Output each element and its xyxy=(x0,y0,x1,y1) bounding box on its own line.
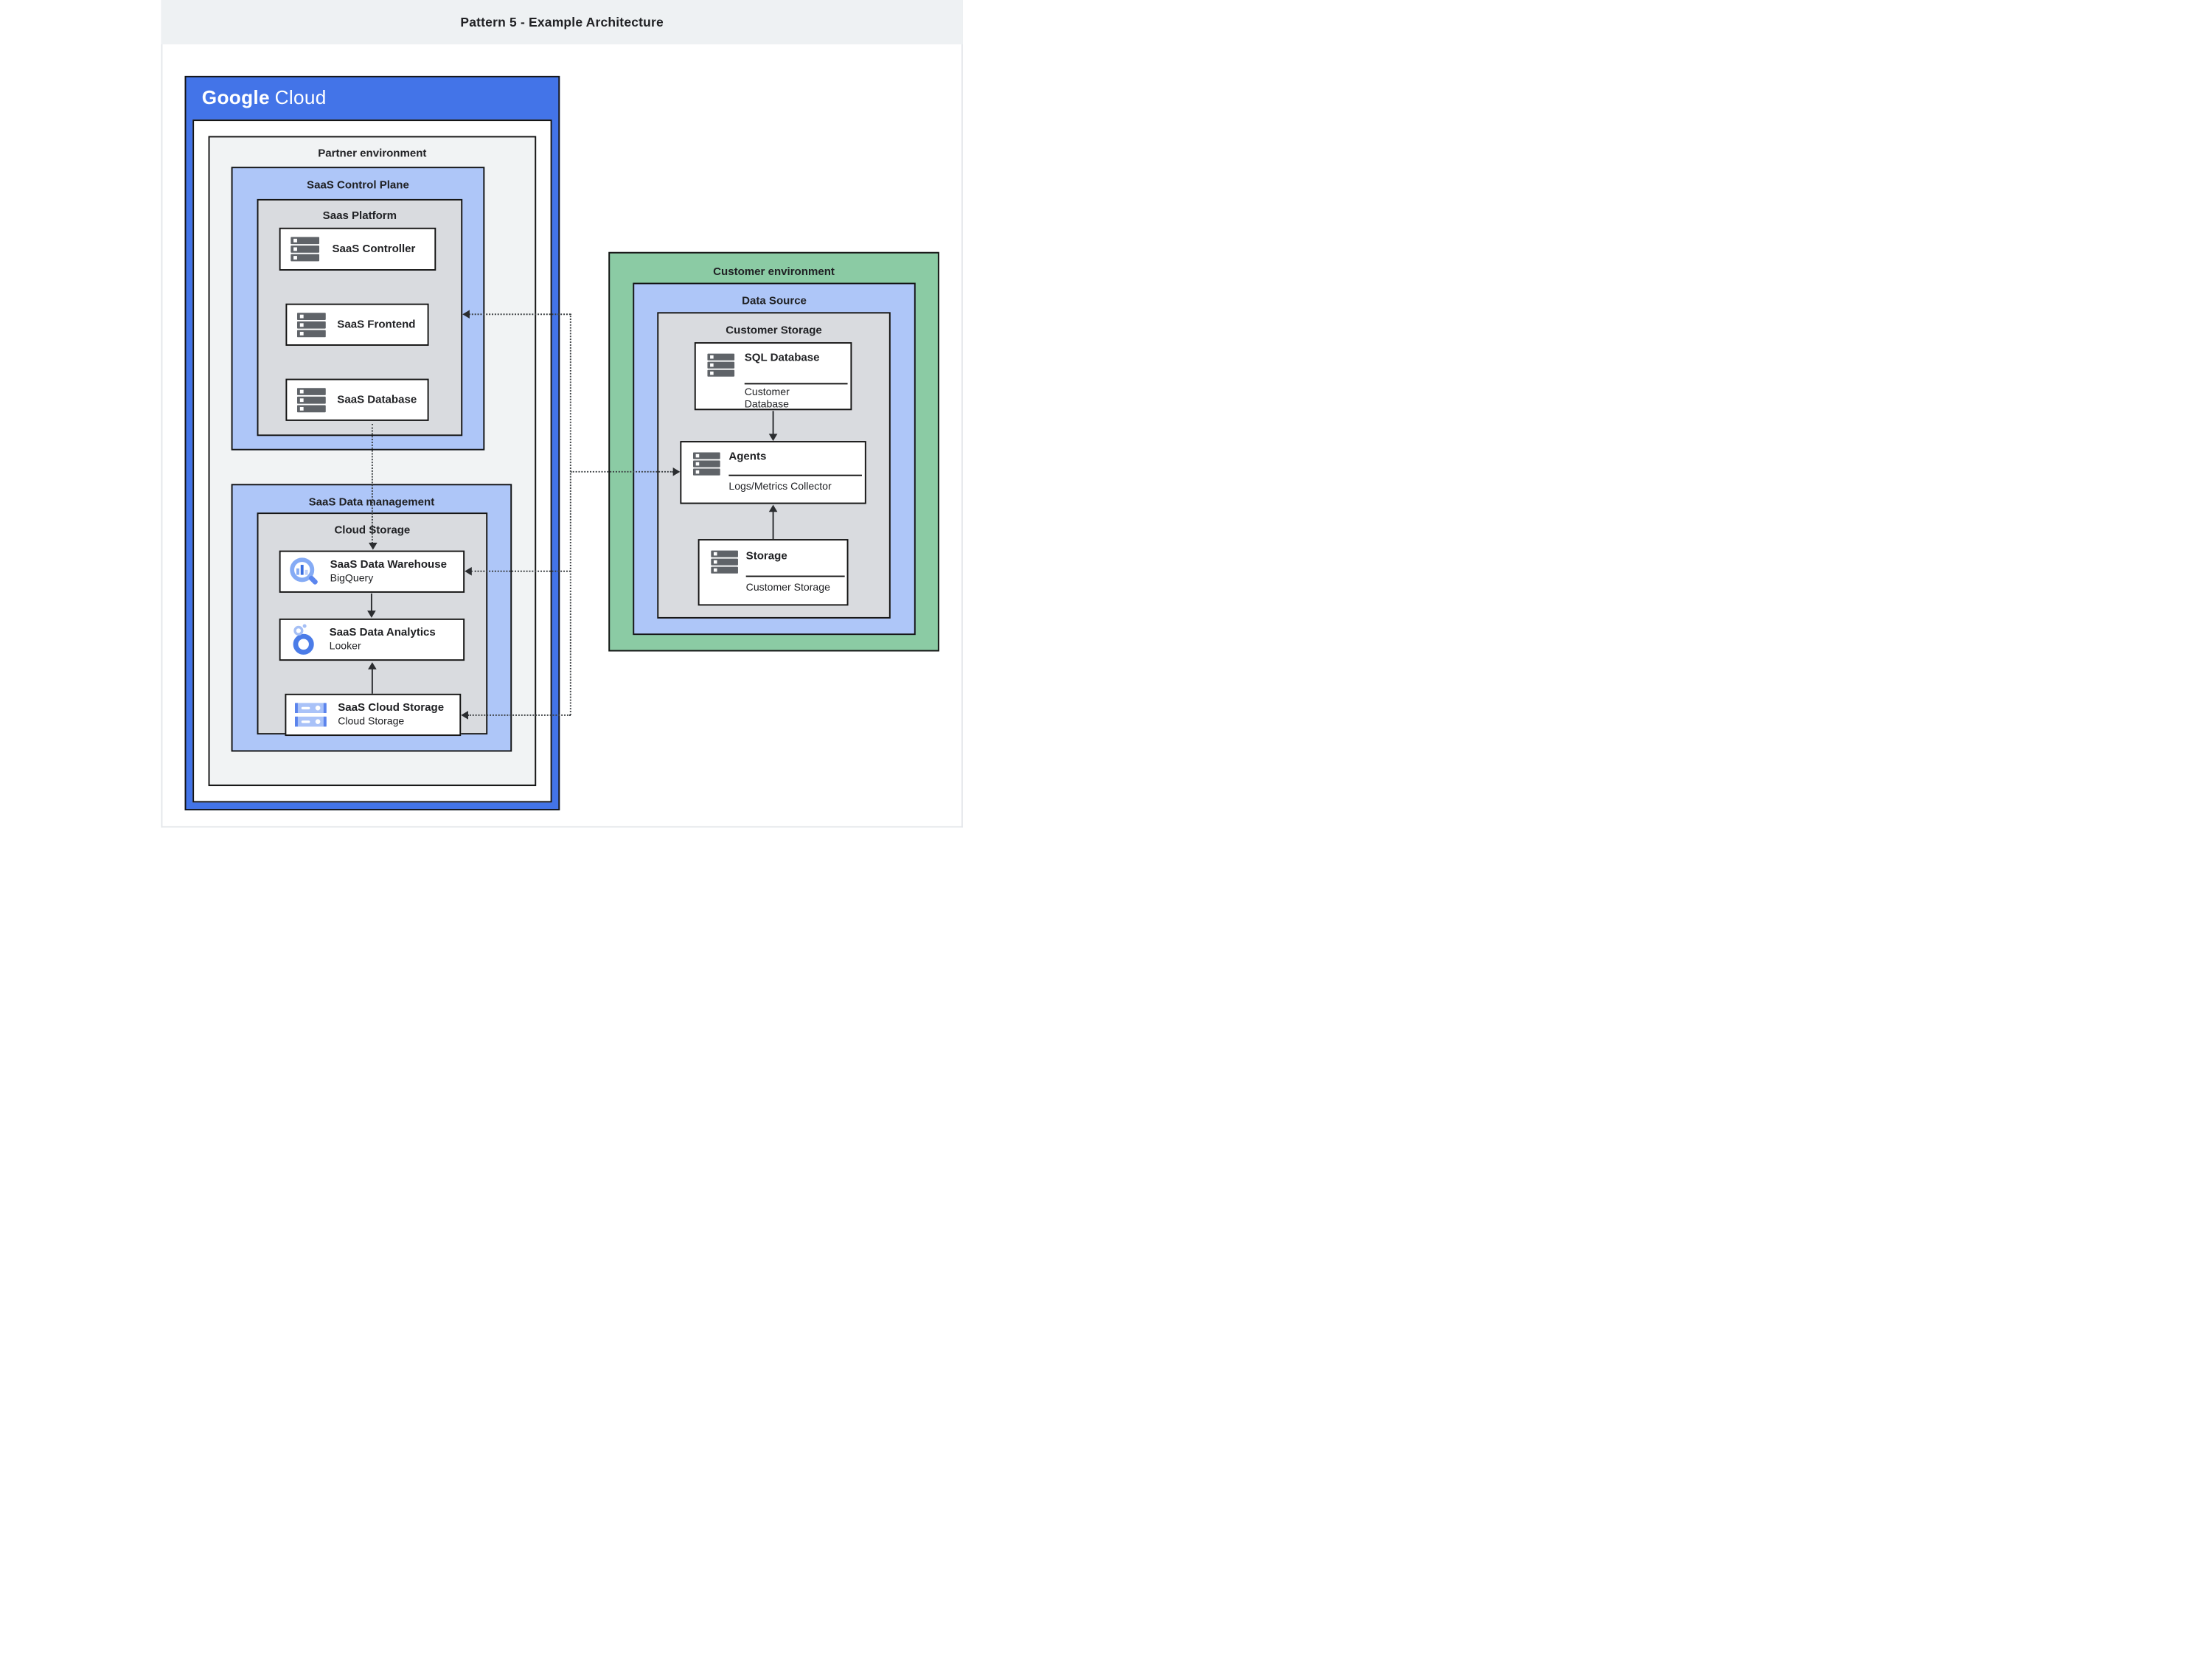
arrowhead-bus-to-cloudstorage xyxy=(461,711,468,720)
node-text: SaaS Data Analytics Looker xyxy=(330,626,436,653)
node-saas-cloud-storage: SaaS Cloud Storage Cloud Storage xyxy=(285,693,462,737)
dotted-bus-to-warehouse xyxy=(470,570,571,572)
dotted-bus-to-cloudstorage xyxy=(467,714,571,716)
arrowhead-bus-to-agents xyxy=(672,467,681,476)
server-icon xyxy=(296,312,327,338)
node-saas-controller: SaaS Controller xyxy=(279,227,437,271)
server-icon xyxy=(707,353,736,381)
saas-control-plane-label: SaaS Control Plane xyxy=(307,178,409,192)
data-source-label: Data Source xyxy=(742,295,807,307)
logo-cloud-text: Cloud xyxy=(274,86,327,108)
node-title: SaaS Controller xyxy=(332,243,416,255)
customer-storage-group-label: Customer Storage xyxy=(726,324,822,337)
node-title: Storage xyxy=(745,549,787,563)
node-subtitle: Looker xyxy=(329,641,361,653)
node-title: SaaS Cloud Storage xyxy=(338,701,445,714)
bigquery-icon xyxy=(288,555,321,588)
arrowhead-bus-to-frontend xyxy=(462,310,470,319)
arrow-storage-to-agents xyxy=(772,511,774,540)
arrowhead-bus-to-warehouse xyxy=(465,566,472,576)
title-band: Pattern 5 - Example Architecture xyxy=(161,0,963,45)
node-title: Agents xyxy=(728,450,767,463)
node-subtitle: BigQuery xyxy=(330,572,374,585)
arrowhead-sqldb-to-agents xyxy=(768,434,778,442)
node-saas-data-warehouse: SaaS Data Warehouse BigQuery xyxy=(279,550,465,593)
server-icon xyxy=(711,550,740,578)
node-agents: Agents Logs/Metrics Collector xyxy=(680,441,866,504)
looker-icon xyxy=(289,623,319,656)
node-subtitle: Cloud Storage xyxy=(338,716,405,728)
node-title: SQL Database xyxy=(744,351,820,364)
arrowhead-cloudstorage-to-analytics xyxy=(368,662,377,669)
arrow-warehouse-to-analytics xyxy=(370,593,372,613)
server-icon xyxy=(296,387,327,413)
divider-line xyxy=(744,383,848,385)
arrow-sqldb-to-agents xyxy=(772,411,774,435)
arrowhead-warehouse-to-analytics xyxy=(367,611,376,618)
node-subtitle: Logs/Metrics Collector xyxy=(728,481,832,493)
partner-environment-label: Partner environment xyxy=(318,147,427,160)
saas-platform-label: Saas Platform xyxy=(322,209,397,222)
divider-line xyxy=(728,474,862,476)
cloud-storage-icon xyxy=(295,702,328,728)
node-saas-frontend: SaaS Frontend xyxy=(285,303,429,346)
logo-google-text: Google xyxy=(201,86,270,108)
dotted-bus-to-frontend xyxy=(468,313,571,316)
node-title: SaaS Database xyxy=(337,393,417,406)
page-title: Pattern 5 - Example Architecture xyxy=(460,14,664,29)
node-saas-data-analytics: SaaS Data Analytics Looker xyxy=(279,618,465,661)
arrowhead-database-to-warehouse xyxy=(369,542,378,550)
server-icon xyxy=(291,236,321,262)
arrow-cloudstorage-to-analytics xyxy=(371,668,373,694)
node-saas-database: SaaS Database xyxy=(285,378,429,421)
customer-environment-label: Customer environment xyxy=(713,265,835,278)
node-title: SaaS Data Analytics xyxy=(329,626,436,639)
dotted-database-to-warehouse xyxy=(371,423,373,543)
divider-line xyxy=(745,575,845,577)
server-icon xyxy=(692,452,722,480)
node-subtitle: Customer Storage xyxy=(745,582,830,594)
node-text: SaaS Data Warehouse BigQuery xyxy=(330,558,447,585)
dotted-bus-vertical xyxy=(569,313,571,715)
node-sql-database: SQL Database Customer Database xyxy=(694,342,852,411)
node-subtitle: Customer Database xyxy=(744,386,790,411)
node-storage: Storage Customer Storage xyxy=(698,539,849,606)
node-title: SaaS Data Warehouse xyxy=(330,558,447,571)
node-title: SaaS Frontend xyxy=(337,318,416,331)
node-text: SaaS Cloud Storage Cloud Storage xyxy=(338,701,444,728)
arrowhead-storage-to-agents xyxy=(768,504,778,512)
dotted-bus-to-agents xyxy=(570,470,674,473)
